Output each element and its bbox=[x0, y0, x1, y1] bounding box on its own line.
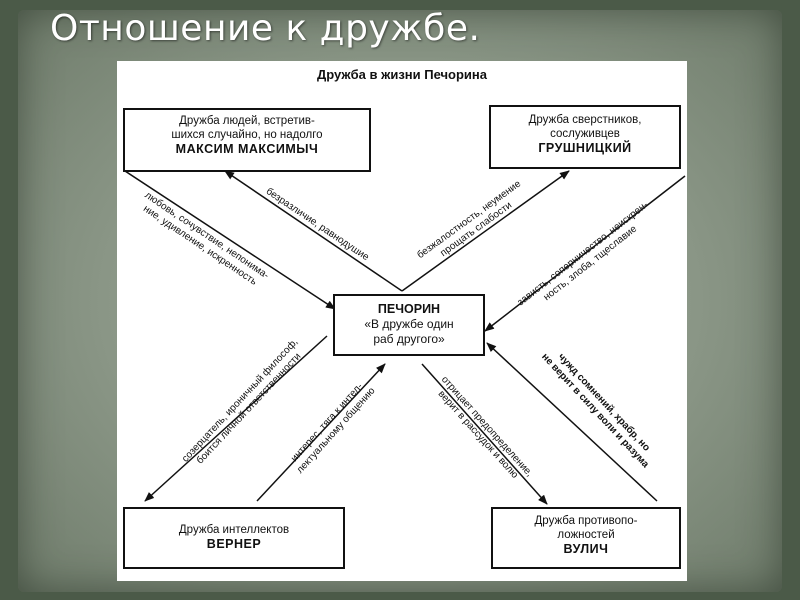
arrow-from-grushnitsky bbox=[484, 175, 686, 332]
box-pechorin-line1: «В дружбе один bbox=[364, 317, 454, 331]
box-pechorin-name: ПЕЧОРИН bbox=[377, 302, 441, 316]
box-vulich: Дружба противопо- ложностей ВУЛИЧ bbox=[491, 507, 681, 569]
slide-title: Отношение к дружбе. bbox=[50, 8, 481, 49]
box-vulich-line1: Дружба противопо- bbox=[534, 515, 638, 527]
diagram-arrows bbox=[124, 170, 686, 505]
box-vulich-line2: ложностей bbox=[557, 529, 615, 541]
box-maksim-maksimych: Дружба людей, встретив- шихся случайно, … bbox=[123, 108, 371, 172]
box-maksim-name: МАКСИМ МАКСИМЫЧ bbox=[175, 142, 319, 156]
box-grushnitsky-name: ГРУШНИЦКИЙ bbox=[538, 141, 632, 155]
arrow-to-vulich bbox=[421, 363, 548, 505]
diagram-scan: Дружба в жизни Печорина Дружба людей, вс… bbox=[117, 61, 687, 581]
diagram-title: Дружба в жизни Печорина bbox=[317, 67, 487, 82]
box-pechorin-line2: раб другого» bbox=[373, 332, 445, 346]
box-pechorin: ПЕЧОРИН «В дружбе один раб другого» bbox=[333, 294, 485, 356]
box-maksim-line1: Дружба людей, встретив- bbox=[179, 115, 315, 127]
box-verner: Дружба интеллектов ВЕРНЕР bbox=[123, 507, 345, 569]
arrow-to-grushnitsky bbox=[401, 170, 570, 292]
arrow-from-vulich bbox=[486, 342, 658, 502]
box-verner-name: ВЕРНЕР bbox=[206, 537, 262, 551]
box-grushnitsky-line1: Дружба сверстников, bbox=[528, 114, 642, 126]
arrow-to-maksim bbox=[224, 170, 403, 292]
box-grushnitsky-line2: сослуживцев bbox=[550, 128, 620, 140]
arrow-from-maksim bbox=[124, 170, 336, 310]
box-verner-line1: Дружба интеллектов bbox=[178, 524, 290, 536]
box-vulich-name: ВУЛИЧ bbox=[563, 542, 609, 556]
box-maksim-line2: шихся случайно, но надолго bbox=[171, 129, 323, 141]
box-grushnitsky: Дружба сверстников, сослуживцев ГРУШНИЦК… bbox=[489, 105, 681, 169]
arrow-to-verner bbox=[144, 335, 328, 502]
arrow-from-verner bbox=[256, 363, 386, 502]
